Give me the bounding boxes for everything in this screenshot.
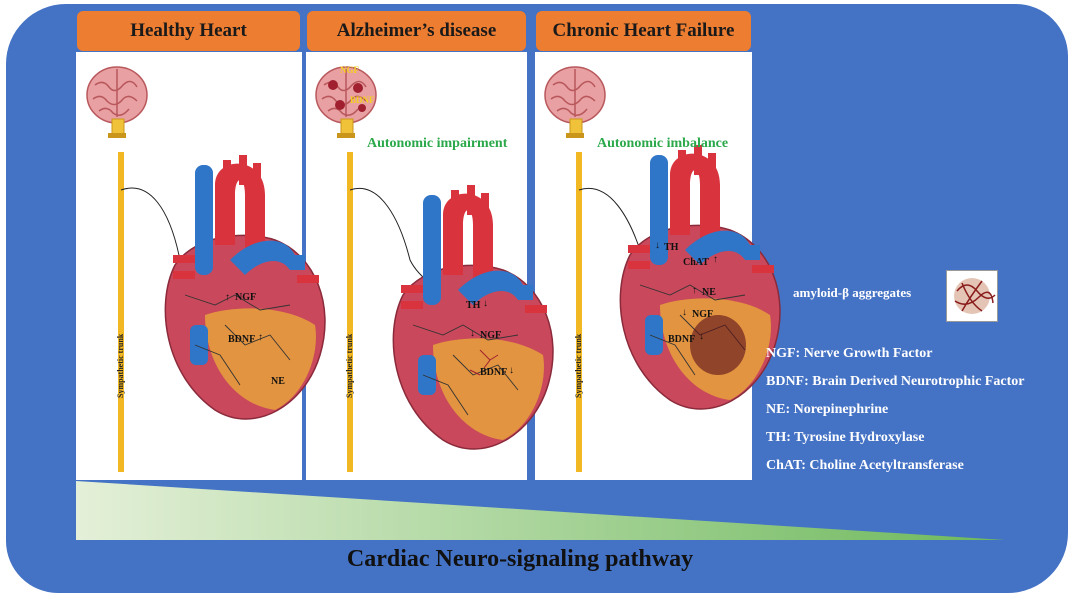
arrow-up-icon: ↑	[692, 285, 697, 296]
arrow-up-icon: ↑	[713, 254, 718, 265]
marker-th-3: TH	[664, 242, 679, 253]
arrow-up-icon: ↑	[258, 332, 263, 343]
trunk-label-3: Sympathetic trunk	[574, 333, 583, 398]
legend-chat: ChAT: Choline Acetyltransferase	[766, 458, 964, 473]
marker-ngf-1: NGF	[235, 292, 257, 303]
note-autonomic-imbalance: Autonomic imbalance	[597, 136, 729, 151]
marker-th-2: TH	[466, 300, 481, 311]
marker-ngf-3: NGF	[692, 309, 714, 320]
arrow-down-icon: ↓	[483, 298, 488, 309]
marker-ne-1: NE	[271, 376, 285, 387]
arrow-up-icon: ↑	[225, 292, 230, 303]
arrow-down-icon: ↓	[655, 240, 660, 251]
marker-bdnf-2: BDNF	[480, 367, 508, 378]
title-alzheimers: Alzheimer’s disease	[307, 11, 526, 51]
arrow-down-icon: ↓	[470, 328, 475, 339]
note-autonomic-impairment: Autonomic impairment	[367, 136, 508, 151]
marker-ngf-2: NGF	[480, 330, 502, 341]
legend-th: TH: Tyrosine Hydroxylase	[766, 430, 925, 445]
brain-label-bdnf: BDNF	[350, 95, 375, 105]
arrow-down-icon: ↓	[699, 331, 704, 342]
arrow-down-icon: ↓	[682, 307, 687, 318]
title-healthy-heart: Healthy Heart	[77, 11, 300, 51]
legend-bdnf: BDNF: Brain Derived Neurotrophic Factor	[766, 374, 1025, 389]
arrow-down-icon: ↓	[509, 365, 514, 376]
trunk-label-1: Sympathetic trunk	[116, 333, 125, 398]
legend-ne: NE: Norepinephrine	[766, 402, 889, 417]
brain-label-ngf: NGF	[340, 65, 359, 75]
legend-ngf: NGF: Nerve Growth Factor	[766, 346, 933, 361]
trunk-label-2: Sympathetic trunk	[345, 333, 354, 398]
footer-title: Cardiac Neuro-signaling pathway	[346, 546, 694, 572]
amyloid-icon	[946, 270, 998, 322]
marker-chat-3: ChAT	[683, 257, 709, 268]
marker-bdnf-1: BDNF	[228, 334, 256, 345]
marker-ne-3: NE	[702, 287, 716, 298]
marker-bdnf-3: BDNF	[668, 334, 696, 345]
amyloid-label: amyloid-β aggregates	[793, 285, 912, 300]
title-heart-failure: Chronic Heart Failure	[536, 11, 751, 51]
